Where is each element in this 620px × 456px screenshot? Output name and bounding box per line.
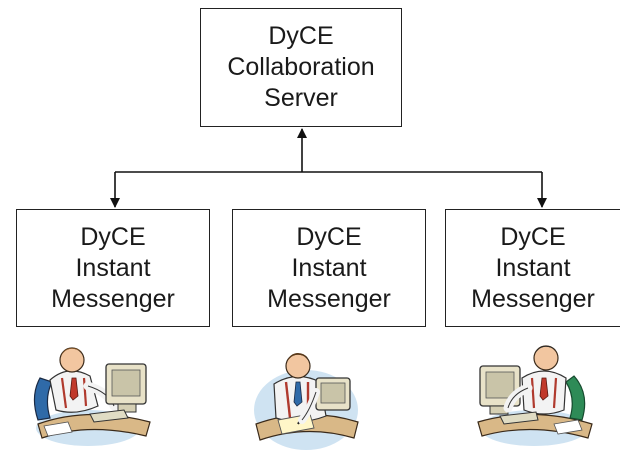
- client-1-label-line-2: Instant: [75, 253, 151, 282]
- person-at-computer-icon: [33, 347, 151, 446]
- instant-messenger-box-2: DyCE Instant Messenger: [232, 209, 426, 327]
- client-3-label-line-3: Messenger: [471, 284, 595, 313]
- client-2-label-line-3: Messenger: [267, 284, 391, 313]
- person-at-computer-icon: [477, 345, 593, 446]
- client-3-label-line-1: DyCE: [500, 222, 566, 251]
- client-1-label-line-3: Messenger: [51, 284, 175, 313]
- server-label-line-2: Collaboration: [227, 53, 375, 81]
- client-2-label-line-1: DyCE: [296, 222, 362, 251]
- instant-messenger-box-3: DyCE Instant Messenger: [445, 209, 620, 327]
- client-3-label-line-2: Instant: [495, 253, 571, 282]
- collaboration-server-box: DyCE Collaboration Server: [200, 8, 402, 127]
- server-label-line-1: DyCE: [268, 22, 334, 50]
- instant-messenger-box-1: DyCE Instant Messenger: [16, 209, 210, 327]
- client-2-label-line-2: Instant: [291, 253, 367, 282]
- person-writing-icon: [254, 353, 359, 450]
- server-label-line-3: Server: [264, 84, 338, 112]
- client-1-label-line-1: DyCE: [80, 222, 146, 251]
